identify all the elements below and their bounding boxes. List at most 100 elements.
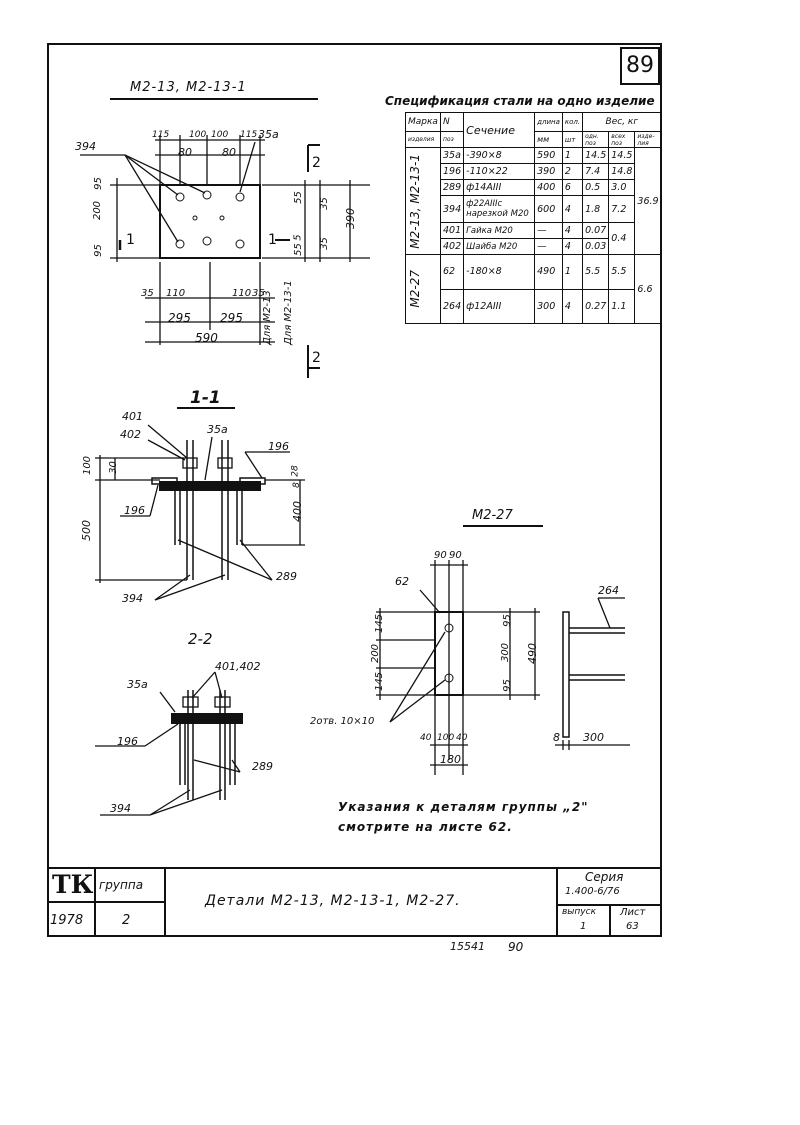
pos-35a-label: 35а: [258, 128, 279, 141]
g1-w2-45: 0.4: [608, 222, 636, 255]
m227-dim-40-right: 40: [456, 733, 468, 743]
m227-holes-note: 2отв. 10×10: [310, 716, 375, 727]
s22-pos-394: 394: [110, 802, 131, 815]
g2-qty-1: 4: [561, 288, 584, 324]
dim-35-bottom: 35: [318, 237, 330, 250]
g1-w2-0: 14.5: [608, 147, 636, 164]
g1-w2-1: 14.8: [608, 163, 636, 180]
s22-pos-196: 196: [117, 735, 138, 748]
hdr-w-one: одн. поз: [585, 132, 599, 147]
s11-pos-401: 401: [122, 410, 143, 423]
view-title-m2-13: М2-13, М2-13-1: [130, 80, 247, 95]
g2-length-0: 490: [534, 254, 563, 290]
g1-section-0: -390×8: [463, 147, 536, 164]
section-2-2: [95, 671, 243, 816]
m227-dim-90-right: 90: [449, 550, 462, 561]
note-for-m2-13-1: Для М2-13-1: [283, 280, 294, 345]
g2-pos-1: 264: [439, 288, 465, 324]
g2-total: 6.6: [634, 254, 662, 324]
g1-qty-2: 6: [561, 179, 584, 196]
dim-110-lower-right: 110: [232, 288, 252, 299]
section-2-2-title: 2-2: [188, 630, 213, 648]
dim-55-top: 55: [292, 191, 304, 204]
group-label: группа: [99, 878, 144, 892]
drawing-title: Детали М2-13, М2-13-1, М2-27.: [205, 893, 461, 909]
g1-length-5: —: [534, 238, 563, 255]
view-title-m2-27: М2-27: [472, 508, 513, 523]
dim-200: 200: [92, 200, 104, 221]
cut-2-bottom: 2: [312, 350, 321, 366]
m227-dim-95-top: 95: [501, 614, 513, 627]
cut-2-top: 2: [312, 155, 321, 171]
dim-115-left: 115: [152, 130, 170, 140]
cut-1-left: 1: [126, 232, 135, 248]
s11-pos-402: 402: [120, 428, 141, 441]
m227-dim-90-left: 90: [434, 550, 447, 561]
spec-title: Спецификация стали на одно изделие: [385, 94, 655, 108]
m227-pos-62: 62: [395, 575, 409, 588]
s11-dim-30: 30: [107, 461, 119, 474]
s22-pos-35a: 35а: [127, 678, 148, 691]
note-line-1: Указания к деталям группы „2": [338, 800, 589, 814]
g1-pos-0: 35а: [439, 147, 465, 164]
hdr-weight: Вес, кг: [605, 117, 639, 127]
dim-115-right: 115: [240, 130, 258, 140]
dim-100-left: 100: [189, 130, 207, 140]
g1-w2-3: 7.2: [608, 195, 636, 223]
g2-length-1: 300: [534, 288, 563, 324]
hdr-section: Сечение: [466, 123, 515, 137]
m227-dim-200: 200: [370, 643, 382, 664]
s22-pos-401-402: 401,402: [215, 660, 261, 673]
m227-dim-145-top: 145: [374, 613, 386, 634]
hdr-marka: Марка: [408, 117, 438, 127]
s22-pos-289: 289: [252, 760, 273, 773]
dim-35-top: 35: [318, 197, 330, 210]
series-label: Серия: [585, 870, 624, 884]
g1-qty-0: 1: [561, 147, 584, 164]
s11-pos-196-right: 196: [268, 440, 289, 453]
hdr-w-item: изде- лия: [637, 132, 655, 147]
g1-qty-4: 4: [561, 222, 584, 239]
dim-590: 590: [195, 331, 218, 345]
m227-dim-300-side: 300: [583, 731, 604, 744]
g1-qty-3: 4: [561, 195, 584, 223]
s11-dim-400: 400: [291, 501, 304, 522]
g1-section-1: -110×22: [463, 163, 536, 180]
g1-pos-5: 402: [439, 238, 465, 255]
m227-dim-180: 180: [440, 753, 461, 766]
hdr-w-all: всех поз: [611, 132, 626, 147]
hdr-n: N: [443, 117, 450, 127]
g2-qty-0: 1: [561, 254, 584, 290]
dim-100-right: 100: [211, 130, 229, 140]
g1-qty-5: 4: [561, 238, 584, 255]
g2-w2-1: 1.1: [608, 288, 636, 324]
g1-section-4: Гайка М20: [463, 222, 536, 239]
hdr-qty: кол.: [564, 118, 581, 126]
g1-w1-3: 1.8: [582, 195, 610, 223]
g1-pos-1: 196: [439, 163, 465, 180]
g1-length-3: 600: [534, 195, 563, 223]
title-block-lines: [47, 867, 662, 937]
s11-pos-35a: 35а: [207, 423, 228, 436]
g2-w2-0: 5.5: [608, 254, 636, 290]
dim-110-lower-left: 110: [166, 288, 186, 299]
g2-w1-1: 0.27: [582, 288, 610, 324]
section-1-1-title: 1-1: [190, 388, 221, 408]
g1-length-0: 590: [534, 147, 563, 164]
g1-w1-1: 7.4: [582, 163, 610, 180]
year-value: 1978: [50, 913, 84, 928]
dim-95-top: 95: [92, 177, 104, 190]
group-value: 2: [122, 913, 131, 928]
s11-pos-289: 289: [276, 570, 297, 583]
dim-5: 5: [292, 234, 304, 241]
m227-dim-300: 300: [500, 642, 512, 663]
org-code: ТК: [52, 870, 94, 899]
note-line-2: смотрите на листе 62.: [338, 820, 513, 834]
dim-95-bottom: 95: [92, 244, 104, 257]
g2-w1-0: 5.5: [582, 254, 610, 290]
drawing-sheet-frame: [47, 43, 662, 937]
m227-dim-490: 490: [526, 643, 539, 664]
hdr-n-sub: поз: [443, 136, 454, 143]
m227-dim-100: 100: [437, 733, 455, 743]
s11-dim-28: 28: [290, 465, 301, 477]
